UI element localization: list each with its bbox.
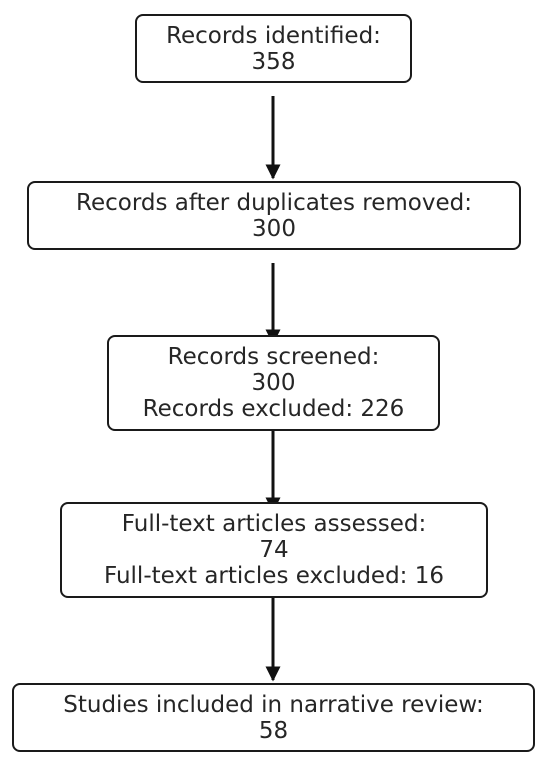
node-value: 300 xyxy=(252,215,296,242)
node-label: Records screened: xyxy=(167,344,380,370)
node-records-after-duplicates-removed: Records after duplicates removed: 300 xyxy=(27,181,521,250)
node-value: 74 xyxy=(259,537,289,563)
node-value: 300 xyxy=(251,370,296,396)
node-label: Records identified: xyxy=(166,22,381,49)
node-records-identified: Records identified: 358 xyxy=(135,14,412,83)
node-records-screened: Records screened: 300 Records excluded: … xyxy=(107,335,440,431)
node-studies-included: Studies included in narrative review: 58 xyxy=(12,683,535,752)
node-label: Records after duplicates removed: xyxy=(76,189,472,216)
node-value: 58 xyxy=(258,717,289,744)
node-value: 358 xyxy=(251,48,296,75)
node-label: Studies included in narrative review: xyxy=(63,691,484,718)
node-full-text-assessed: Full-text articles assessed: 74 Full-tex… xyxy=(60,502,488,598)
node-label: Full-text articles assessed: xyxy=(121,511,427,537)
node-exclusion-note: Records excluded: 226 xyxy=(142,396,405,422)
node-exclusion-note: Full-text articles excluded: 16 xyxy=(103,563,444,589)
